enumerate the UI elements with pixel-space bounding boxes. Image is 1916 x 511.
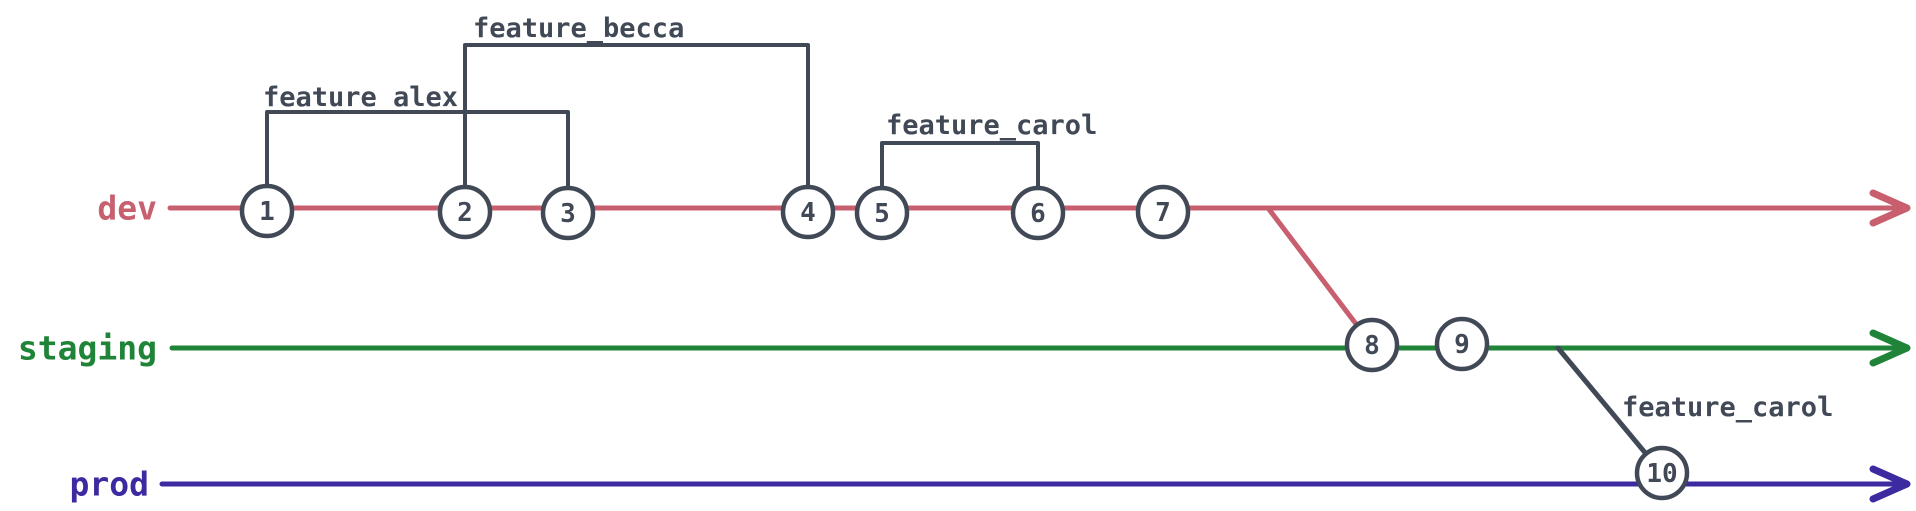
branch-arrowhead-icon-staging [1869, 329, 1911, 367]
feature-label-feature_becca: feature_becca [473, 13, 684, 44]
commit-node-8 [1344, 317, 1400, 373]
commit-node-9 [1434, 316, 1490, 372]
commit-number-2: 2 [457, 198, 473, 228]
branch-label-prod: prod [70, 465, 149, 504]
feature-bracket-feature_alex [265, 110, 570, 190]
commit-number-1: 1 [259, 197, 275, 227]
commit-node-7 [1135, 184, 1191, 240]
commit-number-10: 10 [1646, 459, 1677, 489]
commit-number-3: 3 [560, 199, 576, 229]
feature-edge-label: feature_carol [1622, 392, 1833, 423]
commit-number-9: 9 [1454, 330, 1470, 360]
merge-edge-dev-to-staging [1265, 205, 1375, 348]
commit-number-6: 6 [1030, 199, 1046, 229]
commit-node-10 [1634, 445, 1690, 501]
commit-number-8: 8 [1364, 331, 1380, 361]
feature-label-feature_alex: feature_alex [263, 82, 458, 113]
commit-number-7: 7 [1155, 198, 1171, 228]
branch-label-staging: staging [18, 329, 157, 368]
commit-node-6 [1010, 185, 1066, 241]
branch-arrowhead-icon-dev [1869, 189, 1911, 227]
commit-node-2 [437, 184, 493, 240]
feature-bracket-feature_carol [880, 141, 1040, 190]
branch-arrowhead-icon-prod [1869, 465, 1911, 503]
commit-node-5 [854, 185, 910, 241]
commit-number-5: 5 [874, 199, 890, 229]
commit-node-1 [239, 183, 295, 239]
commit-node-3 [540, 185, 596, 241]
feature-bracket-feature_becca [463, 43, 810, 189]
commit-number-4: 4 [800, 198, 816, 228]
branch-label-dev: dev [97, 189, 157, 228]
feature-label-feature_carol: feature_carol [886, 110, 1097, 141]
commit-node-4 [780, 184, 836, 240]
